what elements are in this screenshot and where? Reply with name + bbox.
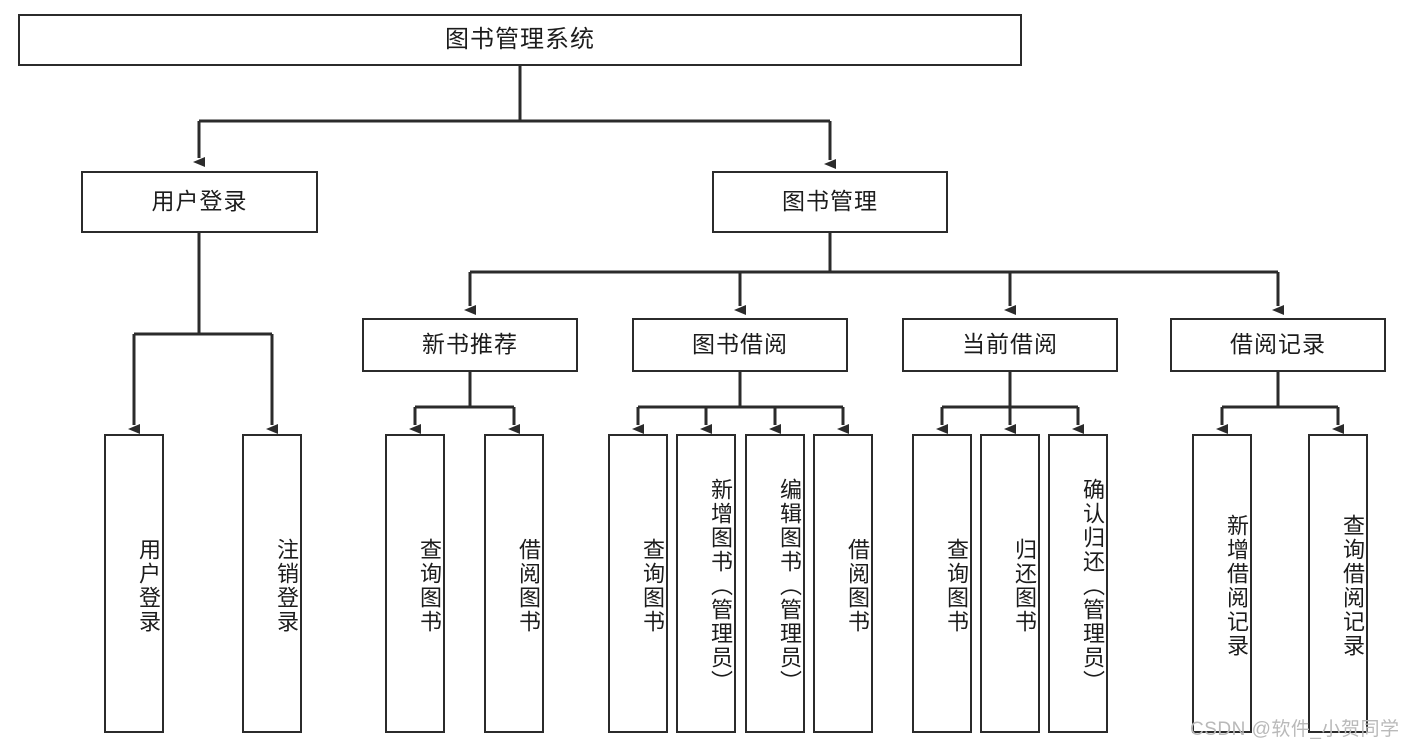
watermark-text: CSDN @软件_小贺同学 (1190, 719, 1400, 740)
node-leaf-query-borrow-record[interactable]: 查询借阅记录 (1308, 434, 1368, 733)
node-leaf-add-book-admin[interactable]: 新增图书（管理员） (676, 434, 736, 733)
node-borrow-record[interactable]: 借阅记录 (1170, 318, 1386, 372)
node-leaf-confirm-return-admin[interactable]: 确认归还（管理员） (1048, 434, 1108, 733)
node-leaf-borrow-book-1[interactable]: 借阅图书 (484, 434, 544, 733)
node-leaf-borrow-book-2[interactable]: 借阅图书 (813, 434, 873, 733)
node-leaf-logout-login[interactable]: 注销登录 (242, 434, 302, 733)
node-leaf-return-book[interactable]: 归还图书 (980, 434, 1040, 733)
node-book-manage[interactable]: 图书管理 (712, 171, 948, 233)
node-leaf-query-book-3[interactable]: 查询图书 (912, 434, 972, 733)
node-leaf-user-login[interactable]: 用户登录 (104, 434, 164, 733)
node-leaf-query-book-2[interactable]: 查询图书 (608, 434, 668, 733)
node-book-borrow[interactable]: 图书借阅 (632, 318, 848, 372)
node-leaf-add-borrow-record[interactable]: 新增借阅记录 (1192, 434, 1252, 733)
node-root[interactable]: 图书管理系统 (18, 14, 1022, 66)
node-leaf-query-book-1[interactable]: 查询图书 (385, 434, 445, 733)
node-user-login[interactable]: 用户登录 (81, 171, 318, 233)
node-leaf-edit-book-admin[interactable]: 编辑图书（管理员） (745, 434, 805, 733)
node-new-book-recommend[interactable]: 新书推荐 (362, 318, 578, 372)
node-current-borrow[interactable]: 当前借阅 (902, 318, 1118, 372)
